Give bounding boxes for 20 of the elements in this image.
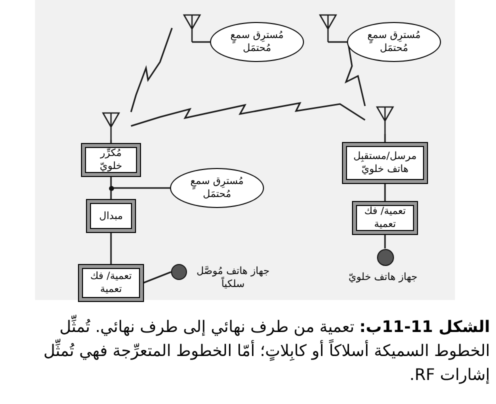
- wire-line: [111, 187, 170, 189]
- wire-line: [142, 271, 172, 284]
- wire-line: [110, 188, 112, 200]
- process-box: مبدال: [87, 200, 135, 232]
- device-caption: جهاز هاتف خلويّ: [348, 271, 418, 284]
- zigzag-signal: [130, 102, 366, 127]
- wire-line: [110, 232, 112, 265]
- wire-line: [328, 41, 347, 43]
- process-box: مرسل/مستقبِل هاتف خلويّ: [343, 143, 427, 183]
- wire-line: [384, 183, 386, 202]
- wire-line: [384, 234, 386, 248]
- junction-dot: [108, 186, 114, 190]
- process-box: مُكرِّر خلويّ: [82, 144, 140, 176]
- device-caption: جهاز هاتف مُوصَّل سلكياً: [195, 265, 271, 291]
- zigzag-signal: [130, 28, 173, 112]
- process-box: تعمية/ فك تعمية: [353, 202, 417, 234]
- wire-line: [192, 41, 210, 43]
- caption: الشكل 11-11ب: تعمية من طرف نهائي إلى طرف نهائي. تُمثِّل الخطوط السميكة أسلاكاً أو كابِلاتٍ؛ أمّا الخطوط المتعرِّجة فهي تُمثِّل إشارات RF.: [12, 315, 490, 387]
- process-box: تعمية/ فك تعمية: [79, 265, 143, 301]
- wire-line: [110, 176, 112, 188]
